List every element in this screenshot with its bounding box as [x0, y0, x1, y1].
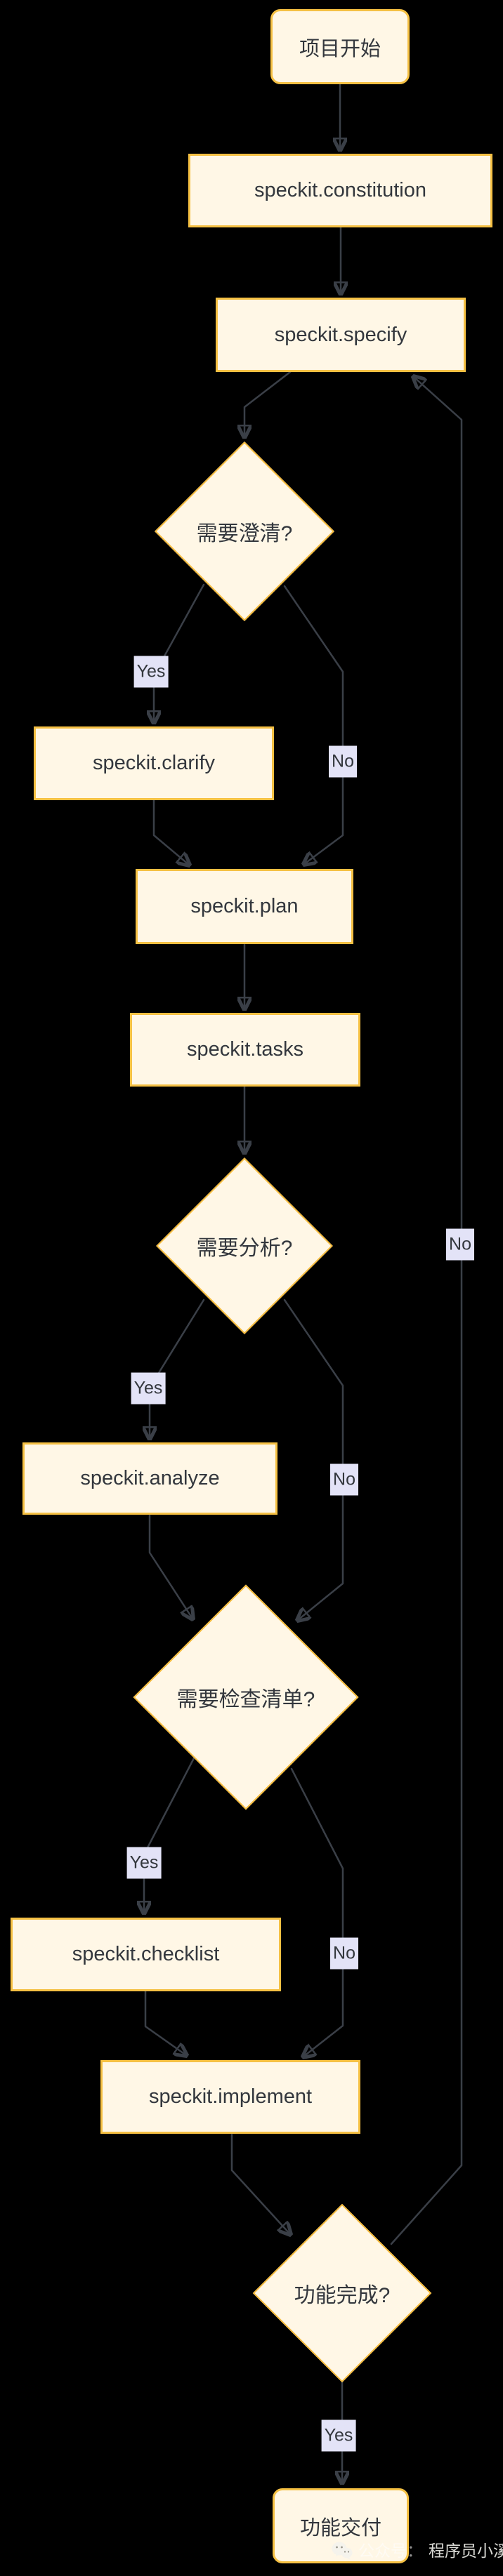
node-checklist-label: speckit.checklist: [72, 1943, 220, 1965]
node-constitution-label: speckit.constitution: [254, 179, 426, 201]
node-analyze-label: speckit.analyze: [80, 1467, 220, 1489]
node-specify-label: speckit.specify: [274, 323, 407, 346]
node-done-question-label: 功能完成?: [294, 2284, 391, 2307]
node-done-question: 功能完成?: [252, 2203, 432, 2383]
node-checklist-question: 需要检查清单?: [133, 1584, 359, 1810]
node-start-label: 项目开始: [299, 37, 381, 60]
node-constitution: speckit.constitution: [188, 154, 492, 227]
edge-analyze-checklistq: [148, 1513, 192, 1619]
edge-label-analyze-no: No: [330, 1463, 358, 1496]
edge-label-checklist-yes: Yes: [126, 1847, 162, 1879]
edge-checklist-implement: [144, 1990, 186, 2055]
watermark-prefix: 公众号：: [358, 2541, 423, 2560]
node-tasks-label: speckit.tasks: [187, 1038, 303, 1061]
node-implement: speckit.implement: [100, 2060, 360, 2134]
node-specify: speckit.specify: [216, 298, 466, 372]
edge-specify-clarifyq: [244, 371, 292, 437]
node-tasks: speckit.tasks: [130, 1013, 360, 1087]
wechat-icon: [332, 2542, 353, 2560]
edge-doneq-specify-no: [390, 377, 463, 2245]
edge-label-clarify-no: No: [329, 745, 357, 778]
node-plan: speckit.plan: [136, 869, 353, 944]
node-start: 项目开始: [270, 9, 410, 84]
node-checklist: speckit.checklist: [11, 1918, 281, 1991]
edge-label-done-no: No: [446, 1228, 474, 1261]
node-clarify-label: speckit.clarify: [92, 752, 216, 774]
node-clarify-question-label: 需要澄清?: [196, 522, 293, 545]
edge-label-done-yes: Yes: [321, 2419, 356, 2452]
node-clarify-question: 需要澄清?: [155, 441, 334, 621]
watermark: 公众号： 程序员小溪: [332, 2542, 503, 2560]
node-implement-label: speckit.implement: [148, 2085, 313, 2108]
edge-label-checklist-no: No: [330, 1937, 358, 1970]
edge-checklistq-implement-no: [290, 1767, 344, 2057]
node-analyze-question: 需要分析?: [156, 1157, 333, 1335]
edge-label-clarify-yes: Yes: [133, 656, 169, 688]
node-clarify: speckit.clarify: [34, 726, 274, 800]
watermark-name: 程序员小溪: [429, 2541, 503, 2560]
edge-clarify-plan: [152, 799, 189, 865]
edge-analyzeq-checklistq-no: [283, 1299, 344, 1620]
edge-clarifyq-plan-no: [283, 585, 344, 864]
edge-implement-doneq: [230, 2132, 290, 2234]
node-analyze-question-label: 需要分析?: [196, 1237, 293, 1260]
edge-label-analyze-yes: Yes: [131, 1372, 166, 1405]
node-analyze: speckit.analyze: [22, 1442, 277, 1515]
node-deliver-label: 功能交付: [299, 2516, 381, 2540]
node-checklist-question-label: 需要检查清单?: [176, 1688, 315, 1711]
node-plan-label: speckit.plan: [190, 895, 299, 917]
